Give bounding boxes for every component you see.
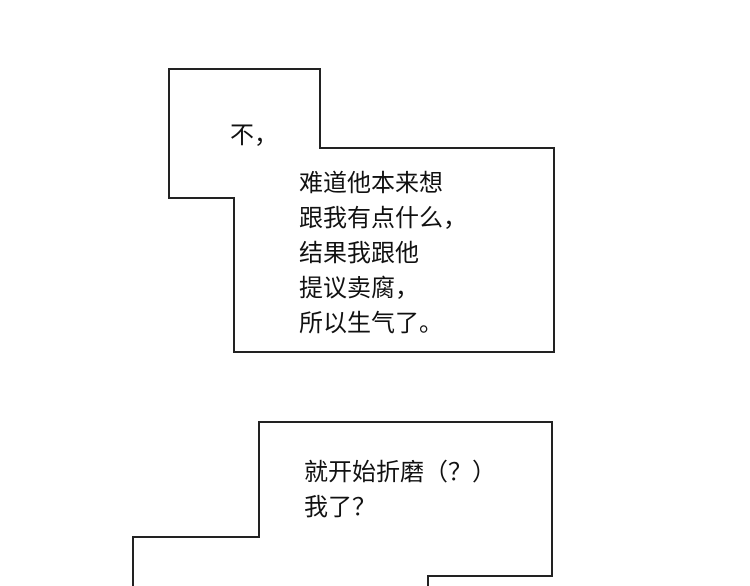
caption-line: 就开始折磨（？） [304, 458, 496, 486]
caption-1-text: 难道他本来想 跟我有点什么， 结果我跟他 提议卖腐， 所以生气了。 [299, 166, 467, 341]
caption-line: 难道他本来想 [299, 169, 443, 197]
caption-line: 所以生气了。 [299, 309, 443, 337]
caption-line: 结果我跟他 [299, 239, 419, 267]
caption-line: 提议卖腐， [299, 274, 419, 302]
caption-2-text: 就开始折磨（？） 我了？ [304, 455, 496, 525]
caption-line: 我了？ [304, 493, 376, 521]
caption-box-2 [132, 421, 553, 586]
caption-box-1 [168, 68, 555, 353]
caption-intro: 不， [230, 121, 278, 149]
caption-line: 跟我有点什么， [299, 204, 467, 232]
